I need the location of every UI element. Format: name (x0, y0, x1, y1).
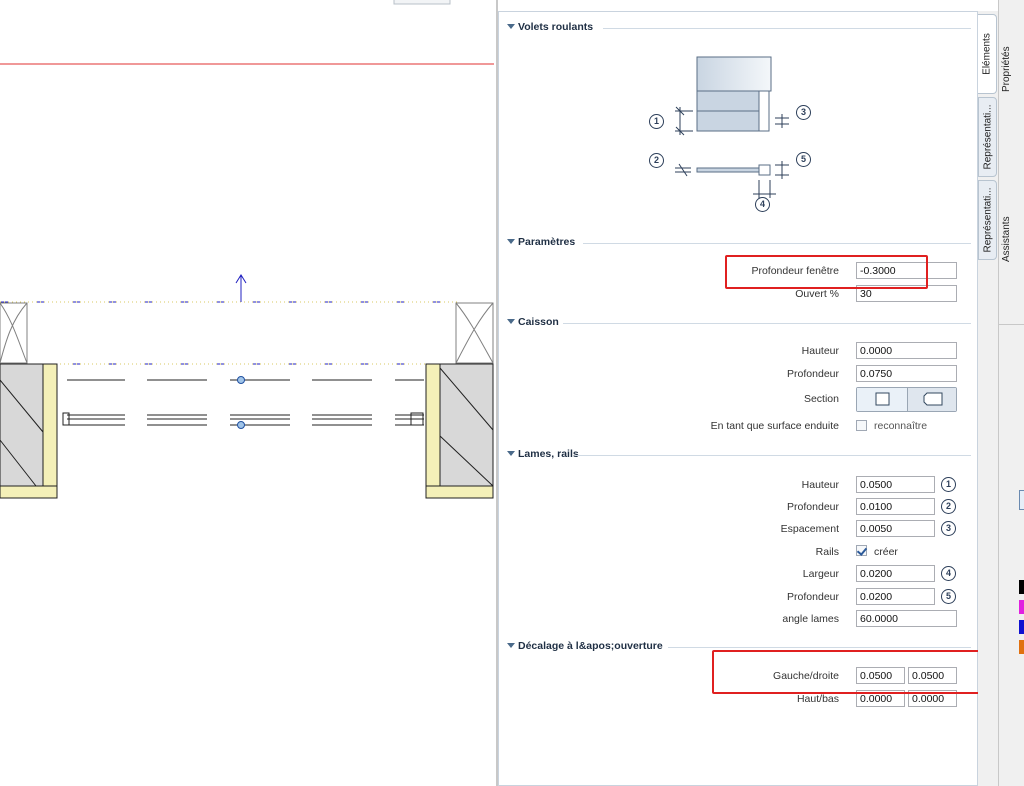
profondeur-fenetre-input[interactable]: -0.3000 (856, 262, 957, 279)
toolbar-fragment (393, 0, 451, 5)
gauche-input[interactable]: 0.0500 (856, 667, 905, 684)
section-header-lames[interactable]: Lames, rails (503, 447, 971, 463)
pane-splitter[interactable] (496, 0, 498, 786)
section-title: Volets roulants (518, 21, 594, 33)
label-largeur: Largeur (802, 568, 839, 580)
properties-panel: Volets roulants (498, 11, 978, 786)
palette-toggle[interactable] (1019, 490, 1024, 510)
section-title: Paramètres (518, 236, 576, 248)
cad-drawing-canvas[interactable] (0, 0, 496, 786)
marker-2-icon: 2 (941, 499, 956, 514)
palette-assistants[interactable]: Assistants (1001, 216, 1012, 262)
marker-4-icon: 4 (941, 566, 956, 581)
color-swatch-black[interactable] (1019, 580, 1024, 594)
marker-1-icon: 1 (649, 114, 664, 129)
caisson-profondeur-input[interactable]: 0.0750 (856, 365, 957, 382)
label-lames-profondeur: Profondeur (787, 501, 839, 513)
section-header-decalage[interactable]: Décalage à l&apos;ouverture (503, 639, 971, 655)
surface-enduite-checkbox[interactable] (856, 420, 867, 431)
label-section: Section (803, 393, 839, 405)
section-title: Caisson (518, 316, 559, 328)
tab-representation-2[interactable]: Représentati... (978, 180, 997, 260)
rails-checkbox-label: créer (874, 546, 898, 558)
section-title: Lames, rails (518, 448, 579, 460)
square-section-icon (875, 392, 890, 406)
label-surface-enduite: En tant que surface enduite (710, 420, 839, 432)
lames-hauteur-input[interactable]: 0.0500 (856, 476, 935, 493)
tab-elements[interactable]: Eléments (978, 14, 997, 94)
collapse-triangle-icon (507, 643, 515, 648)
tab-representation-1[interactable]: Représentati... (978, 97, 997, 177)
haut-input[interactable]: 0.0000 (856, 690, 905, 707)
section-header-parametres[interactable]: Paramètres (503, 235, 971, 251)
color-swatch-magenta[interactable] (1019, 600, 1024, 614)
section-shape-toggle (856, 387, 957, 412)
label-profondeur-fenetre: Profondeur fenêtre (751, 265, 839, 277)
label-lames-hauteur: Hauteur (801, 479, 839, 491)
ouvert-input[interactable]: 30 (856, 285, 957, 302)
marker-3-icon: 3 (941, 521, 956, 536)
label-ouvert: Ouvert % (795, 288, 839, 300)
label-angle-lames: angle lames (782, 613, 839, 625)
angle-lames-input[interactable]: 60.0000 (856, 610, 957, 627)
color-swatch-blue[interactable] (1019, 620, 1024, 634)
marker-5-icon: 5 (941, 589, 956, 604)
marker-1-icon: 1 (941, 477, 956, 492)
caisson-hauteur-input[interactable]: 0.0000 (856, 342, 957, 359)
droite-input[interactable]: 0.0500 (908, 667, 957, 684)
marker-2-icon: 2 (649, 153, 664, 168)
lames-profondeur-input[interactable]: 0.0100 (856, 498, 935, 515)
marker-3-icon: 3 (796, 105, 811, 120)
espacement-input[interactable]: 0.0050 (856, 520, 935, 537)
bas-input[interactable]: 0.0000 (908, 690, 957, 707)
label-rails: Rails (815, 546, 839, 558)
label-gauche-droite: Gauche/droite (773, 670, 839, 682)
shutter-diagram (675, 56, 789, 198)
rails-profondeur-input[interactable]: 0.0200 (856, 588, 935, 605)
rails-checkbox[interactable] (856, 545, 867, 556)
left-wall (0, 363, 58, 499)
collapse-triangle-icon (507, 319, 515, 324)
section-title: Décalage à l&apos;ouverture (518, 640, 663, 652)
grip-points (237, 376, 245, 429)
window-lines (62, 379, 424, 426)
marker-5-icon: 5 (796, 152, 811, 167)
color-swatch-orange[interactable] (1019, 640, 1024, 654)
bevel-section-icon (923, 392, 943, 406)
largeur-input[interactable]: 0.0200 (856, 565, 935, 582)
label-caisson-profondeur: Profondeur (787, 368, 839, 380)
surface-enduite-checkbox-label: reconnaître (874, 420, 928, 432)
label-espacement: Espacement (780, 523, 839, 535)
label-rails-profondeur: Profondeur (787, 591, 839, 603)
opening-direction-arrow (235, 274, 247, 302)
right-wall (425, 363, 494, 499)
right-insulation (455, 302, 494, 364)
section-bevel-button[interactable] (908, 388, 956, 411)
collapse-triangle-icon (507, 451, 515, 456)
section-header-caisson[interactable]: Caisson (503, 315, 971, 331)
right-palette-bar: Propriétés Assistants (998, 0, 1024, 786)
palette-proprietes[interactable]: Propriétés (1001, 46, 1012, 92)
label-haut-bas: Haut/bas (796, 693, 839, 705)
floor-plan-drawing (0, 0, 494, 499)
marker-4-icon: 4 (755, 197, 770, 212)
collapse-triangle-icon (507, 24, 515, 29)
left-insulation (0, 302, 28, 364)
section-header-volets[interactable]: Volets roulants (503, 20, 971, 36)
section-square-button[interactable] (857, 388, 908, 411)
collapse-triangle-icon (507, 239, 515, 244)
label-caisson-hauteur: Hauteur (801, 345, 839, 357)
opening-dashed-lines (0, 301, 460, 365)
